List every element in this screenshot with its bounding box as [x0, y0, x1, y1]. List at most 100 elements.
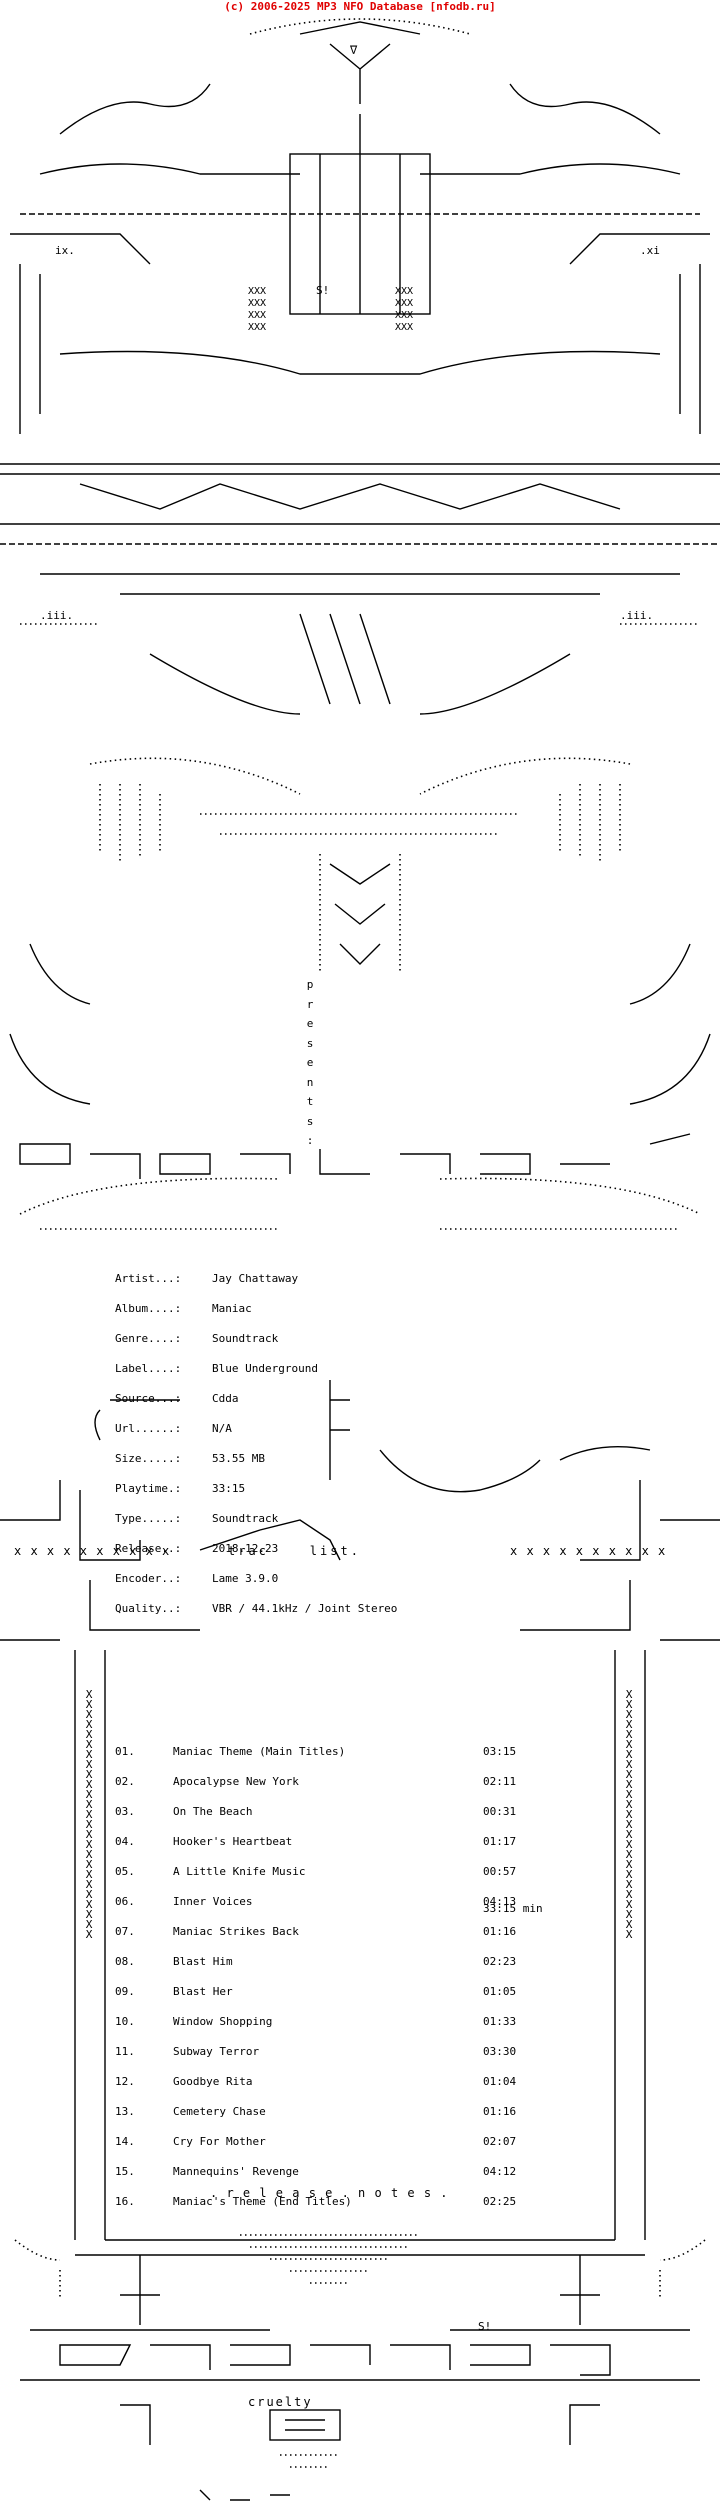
info-row: Quality..:VBR / 44.1kHz / Joint Stereo — [115, 1602, 398, 1615]
info-row: Source...: Cdda — [115, 1392, 397, 1405]
track-title: Cemetery Chase — [173, 2105, 266, 2118]
group-name: cruelty — [248, 2395, 313, 2409]
track-title: Subway Terror — [173, 2045, 260, 2058]
svg-text:.xi: .xi — [640, 244, 660, 257]
info-key: Label....: — [115, 1362, 182, 1375]
info-row: Url......: N/A — [115, 1422, 397, 1435]
presents-letter: p — [306, 978, 314, 991]
info-row: Album....: Maniac — [115, 1302, 397, 1315]
info-key: Type.....: — [115, 1512, 182, 1525]
track-time: 02:23 — [483, 1955, 517, 1968]
info-key: Release..: — [115, 1542, 182, 1555]
svg-text:.iii.: .iii. — [40, 609, 73, 622]
info-value: 2018.12.23 — [212, 1542, 279, 1555]
svg-text:XXX: XXX — [395, 286, 413, 297]
info-key: Size.....: — [115, 1452, 182, 1465]
track-title: Goodbye Rita — [173, 2075, 253, 2088]
track-title: Blast Him — [173, 1955, 233, 1968]
info-key: Url......: — [115, 1422, 182, 1435]
track-title: Cry For Mother — [173, 2135, 266, 2148]
track-time: 01:16 — [483, 1925, 517, 1938]
presents-letter: s — [306, 1114, 314, 1128]
x-row-left: x x x x x x x x x x — [14, 1544, 171, 1558]
track-title: Inner Voices — [173, 1895, 253, 1908]
track-time: 01:05 — [483, 1985, 517, 1998]
track-title: Maniac Strikes Back — [173, 1925, 299, 1938]
track-title: Maniac Theme (Main Titles) — [173, 1745, 346, 1758]
info-value: Soundtrack — [212, 1512, 279, 1525]
track-time: 01:33 — [483, 2015, 517, 2028]
info-key: Artist...: — [115, 1272, 182, 1285]
track-time: 03:15 — [483, 1745, 517, 1758]
track-row: 08. Blast Him 02:23 — [115, 1955, 523, 1968]
track-number: 15. — [115, 2165, 135, 2178]
track-time: 00:57 — [483, 1865, 517, 1878]
track-number: 11. — [115, 2045, 135, 2058]
info-key: Genre....: — [115, 1332, 182, 1345]
info-row: Label....: Blue Underground — [115, 1362, 397, 1375]
track-number: 14. — [115, 2135, 135, 2148]
svg-text:XXX: XXX — [395, 298, 413, 309]
presents-letter: : — [306, 1134, 314, 1147]
info-row: Release..: 2018.12.23 — [115, 1542, 397, 1555]
track-title: Mannequins' Revenge — [173, 2165, 299, 2178]
track-title: Hooker's Heartbeat — [173, 1835, 293, 1848]
info-key: Playtime.: — [115, 1482, 182, 1495]
info-value: 33:15 — [212, 1482, 246, 1495]
info-row: Type.....: Soundtrack — [115, 1512, 397, 1525]
track-number: 06. — [115, 1895, 135, 1908]
svg-text:∇: ∇ — [349, 43, 358, 57]
signature-mark: S! — [316, 284, 329, 297]
info-row: Genre....: Soundtrack — [115, 1332, 397, 1345]
track-number: 08. — [115, 1955, 135, 1968]
release-info: Artist...:Jay Chattaway Album....: Maniac… — [115, 1254, 397, 1624]
svg-text:XXX: XXX — [395, 322, 413, 333]
info-key: Source...: — [115, 1392, 182, 1405]
tracklist: 01.Maniac Theme (Main Titles)03:15 02.Ap… — [115, 1727, 523, 2217]
info-value: Blue Underground — [212, 1362, 318, 1375]
track-row: 07. Maniac Strikes Back 01:16 — [115, 1925, 523, 1938]
release-notes-heading: . r e l e a s e . n o t e s . — [210, 2186, 449, 2200]
info-row: Artist...:Jay Chattaway — [115, 1272, 397, 1285]
track-time: 00:31 — [483, 1805, 517, 1818]
track-row: 06. Inner Voices 04:13 — [115, 1895, 523, 1908]
track-number: 05. — [115, 1865, 135, 1878]
track-time: 01:16 — [483, 2105, 517, 2118]
track-number: 13. — [115, 2105, 135, 2118]
info-value: Soundtrack — [212, 1332, 279, 1345]
track-title: Blast Her — [173, 1985, 233, 1998]
track-number: 07. — [115, 1925, 135, 1938]
presents-letter: e — [306, 1017, 314, 1030]
track-time: 03:30 — [483, 2045, 517, 2058]
track-time: 02:07 — [483, 2135, 517, 2148]
info-value: N/A — [212, 1422, 232, 1435]
track-title: A Little Knife Music — [173, 1865, 306, 1878]
track-time: 04:13 — [483, 1895, 517, 1908]
site-header[interactable]: (c) 2006-2025 MP3 NFO Database [nfodb.ru… — [224, 0, 496, 13]
presents-letter: s — [306, 1036, 314, 1050]
track-title: Window Shopping — [173, 2015, 273, 2028]
info-value: VBR / 44.1kHz / Joint Stereo — [212, 1602, 398, 1615]
info-row: Encoder..:Lame 3.9.0 — [115, 1573, 397, 1584]
track-time: 02:25 — [483, 2195, 517, 2208]
track-row: 11. Subway Terror 03:30 — [115, 2045, 523, 2058]
top-ascii-art: ∇ ix. .xi XXX XXX XXX XXX XXX XXX XXX XX… — [0, 14, 720, 1244]
info-key: Album....: — [115, 1302, 182, 1315]
track-title: Apocalypse New York — [173, 1775, 299, 1788]
track-row: 13. Cemetery Chase 01:16 — [115, 2105, 523, 2118]
track-time: 02:11 — [483, 1775, 517, 1788]
track-time: 01:17 — [483, 1835, 517, 1848]
info-value: Maniac — [212, 1302, 252, 1315]
track-row: 01. Maniac Theme (Main Titles) 03:15 — [115, 1745, 523, 1758]
track-number: 01. — [115, 1745, 135, 1758]
info-value: Cdda — [212, 1392, 239, 1405]
presents-letter: t — [306, 1095, 314, 1108]
